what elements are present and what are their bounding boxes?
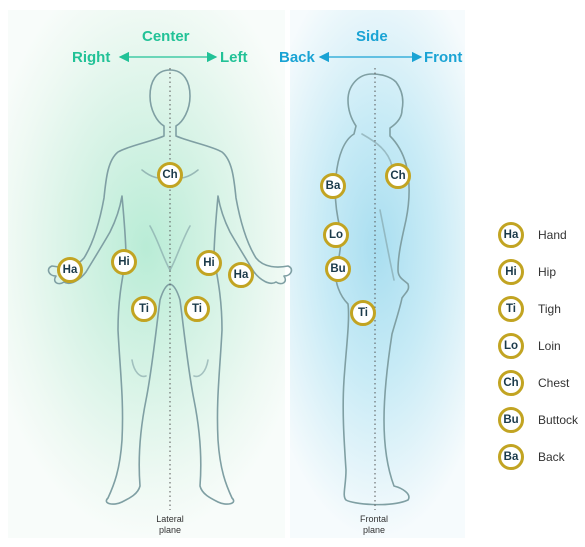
back-marker: Ba: [320, 173, 346, 199]
frontal-plane-label-line2: plane: [363, 525, 385, 535]
legend-item: Ti Tigh: [498, 296, 585, 322]
legend-badge: Ch: [498, 370, 524, 396]
hand-marker-right: Ha: [57, 257, 83, 283]
lateral-plane-label: Lateral plane: [135, 514, 205, 536]
loin-marker: Lo: [323, 222, 349, 248]
legend-badge: Ha: [498, 222, 524, 248]
legend-item: Bu Buttock: [498, 407, 585, 433]
legend-badge: Ba: [498, 444, 524, 470]
legend-item: Ha Hand: [498, 222, 585, 248]
side-body-outline: [335, 74, 409, 505]
chest-marker-front: Ch: [157, 162, 183, 188]
front-body-outline: [49, 70, 292, 504]
thigh-marker-side: Ti: [350, 300, 376, 326]
legend-item: Lo Loin: [498, 333, 585, 359]
legend-label: Hand: [538, 228, 567, 242]
legend-badge: Lo: [498, 333, 524, 359]
thigh-marker-left: Ti: [184, 296, 210, 322]
legend-item: Ba Back: [498, 444, 585, 470]
lateral-plane-label-line2: plane: [159, 525, 181, 535]
buttock-marker: Bu: [325, 256, 351, 282]
frontal-plane-label-line1: Frontal: [360, 514, 388, 524]
legend-label: Loin: [538, 339, 561, 353]
legend-badge: Hi: [498, 259, 524, 285]
hand-marker-left: Ha: [228, 262, 254, 288]
legend-item: Hi Hip: [498, 259, 585, 285]
frontal-plane-label: Frontal plane: [339, 514, 409, 536]
hip-marker-right: Hi: [111, 249, 137, 275]
legend-label: Back: [538, 450, 565, 464]
legend-label: Hip: [538, 265, 556, 279]
hip-marker-left: Hi: [196, 250, 222, 276]
lateral-plane-label-line1: Lateral: [156, 514, 184, 524]
legend-label: Buttock: [538, 413, 578, 427]
legend-badge: Bu: [498, 407, 524, 433]
legend-label: Chest: [538, 376, 569, 390]
chest-marker-side: Ch: [385, 163, 411, 189]
thigh-marker-right: Ti: [131, 296, 157, 322]
legend-badge: Ti: [498, 296, 524, 322]
legend-label: Tigh: [538, 302, 561, 316]
legend-item: Ch Chest: [498, 370, 585, 396]
